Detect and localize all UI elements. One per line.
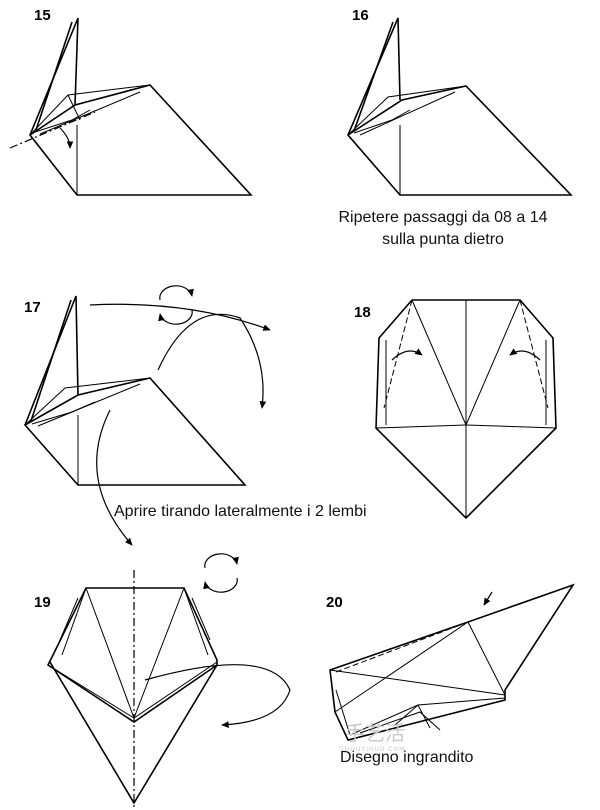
pull-arrow-top xyxy=(89,303,271,331)
indicator-arrow xyxy=(483,591,493,606)
pull-arrow-right xyxy=(157,313,267,409)
step-19-figure xyxy=(46,570,291,808)
fold-arrow xyxy=(59,127,74,149)
step-20-figure xyxy=(329,583,575,741)
step-17-caption: Aprire tirando lateralmente i 2 lembi xyxy=(114,503,367,520)
step-16-caption-line-2: sulla punta dietro xyxy=(382,231,504,248)
step-number-18: 18 xyxy=(354,304,371,321)
step-15-figure xyxy=(9,17,253,196)
open-arrow-left xyxy=(391,348,423,361)
step-16-figure xyxy=(346,17,573,196)
open-arrow-right xyxy=(509,348,541,361)
step-number-17: 17 xyxy=(24,299,41,316)
step-18-figure xyxy=(375,299,557,520)
step-18: 18 xyxy=(354,299,557,520)
step-20: 20 Disegno ingrandito xyxy=(326,583,575,766)
watermark-latin: SHOUYIHUO.COM xyxy=(340,746,405,753)
pull-arrow-down xyxy=(96,409,133,546)
rotate-symbol-17 xyxy=(158,285,194,325)
step-20-caption: Disegno ingrandito xyxy=(340,749,474,766)
step-number-20: 20 xyxy=(326,594,343,611)
step-16-caption-line-1: Ripetere passaggi da 08 a 14 xyxy=(338,209,547,226)
step-number-19: 19 xyxy=(34,594,51,611)
step-number-16: 16 xyxy=(352,7,369,24)
step-17-figure xyxy=(23,295,247,486)
step-17: 17 Aprire tirando lateralmente i 2 lembi xyxy=(23,285,367,546)
watermark-chinese: 手艺活 xyxy=(345,721,405,745)
fold-over-arrow xyxy=(144,664,291,729)
rotate-symbol-19 xyxy=(203,553,239,593)
step-15: 15 xyxy=(9,7,253,196)
step-19: 19 xyxy=(34,553,291,808)
step-number-15: 15 xyxy=(34,7,51,24)
watermark: 手艺活 SHOUYIHUO.COM xyxy=(340,721,405,753)
step-16: 16 Ripetere passaggi da 08 a 14 sulla pu… xyxy=(338,7,573,248)
